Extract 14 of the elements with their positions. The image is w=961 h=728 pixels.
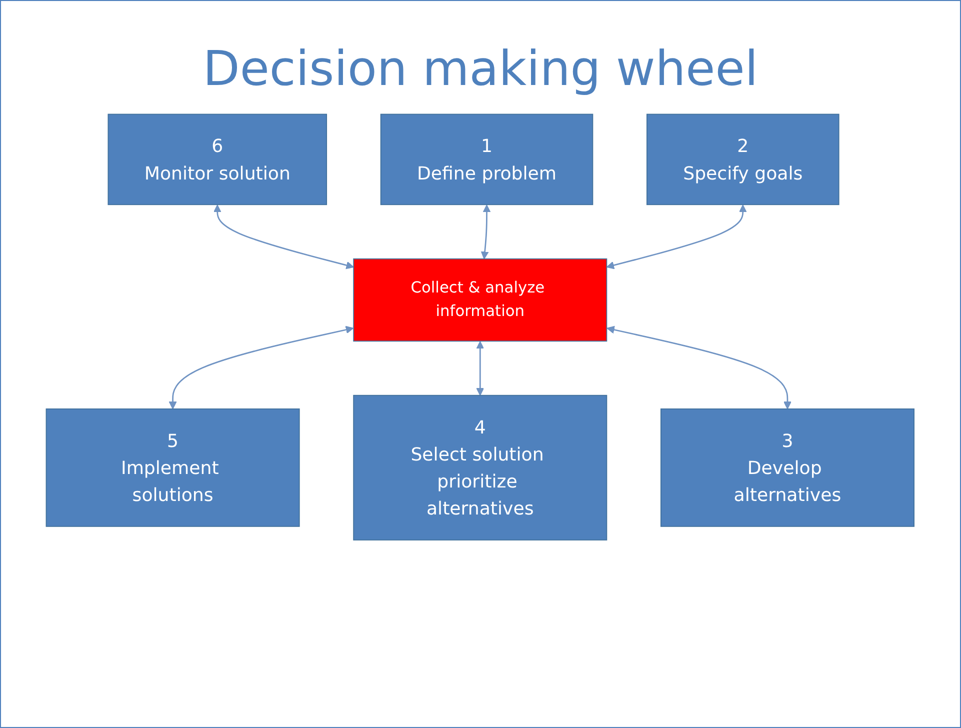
arrow [476, 341, 484, 396]
node-box: 2 Specify goals [646, 114, 840, 206]
node-box: Collect & analyze information [353, 258, 608, 342]
arrow [606, 204, 748, 270]
node-box: 6 Monitor solution [108, 114, 328, 206]
node-box: 3 Develop alternatives [660, 408, 915, 527]
diagram-title: Decision making wheel [202, 41, 758, 97]
arrow [214, 204, 354, 270]
arrow [607, 326, 792, 410]
arrow [169, 326, 354, 410]
arrow [481, 204, 492, 260]
node-box: 5 Implement solutions [46, 408, 300, 527]
node-box: 4 Select solution prioritize alternatives [353, 394, 608, 540]
node-box: 1 Define problem [380, 114, 594, 206]
